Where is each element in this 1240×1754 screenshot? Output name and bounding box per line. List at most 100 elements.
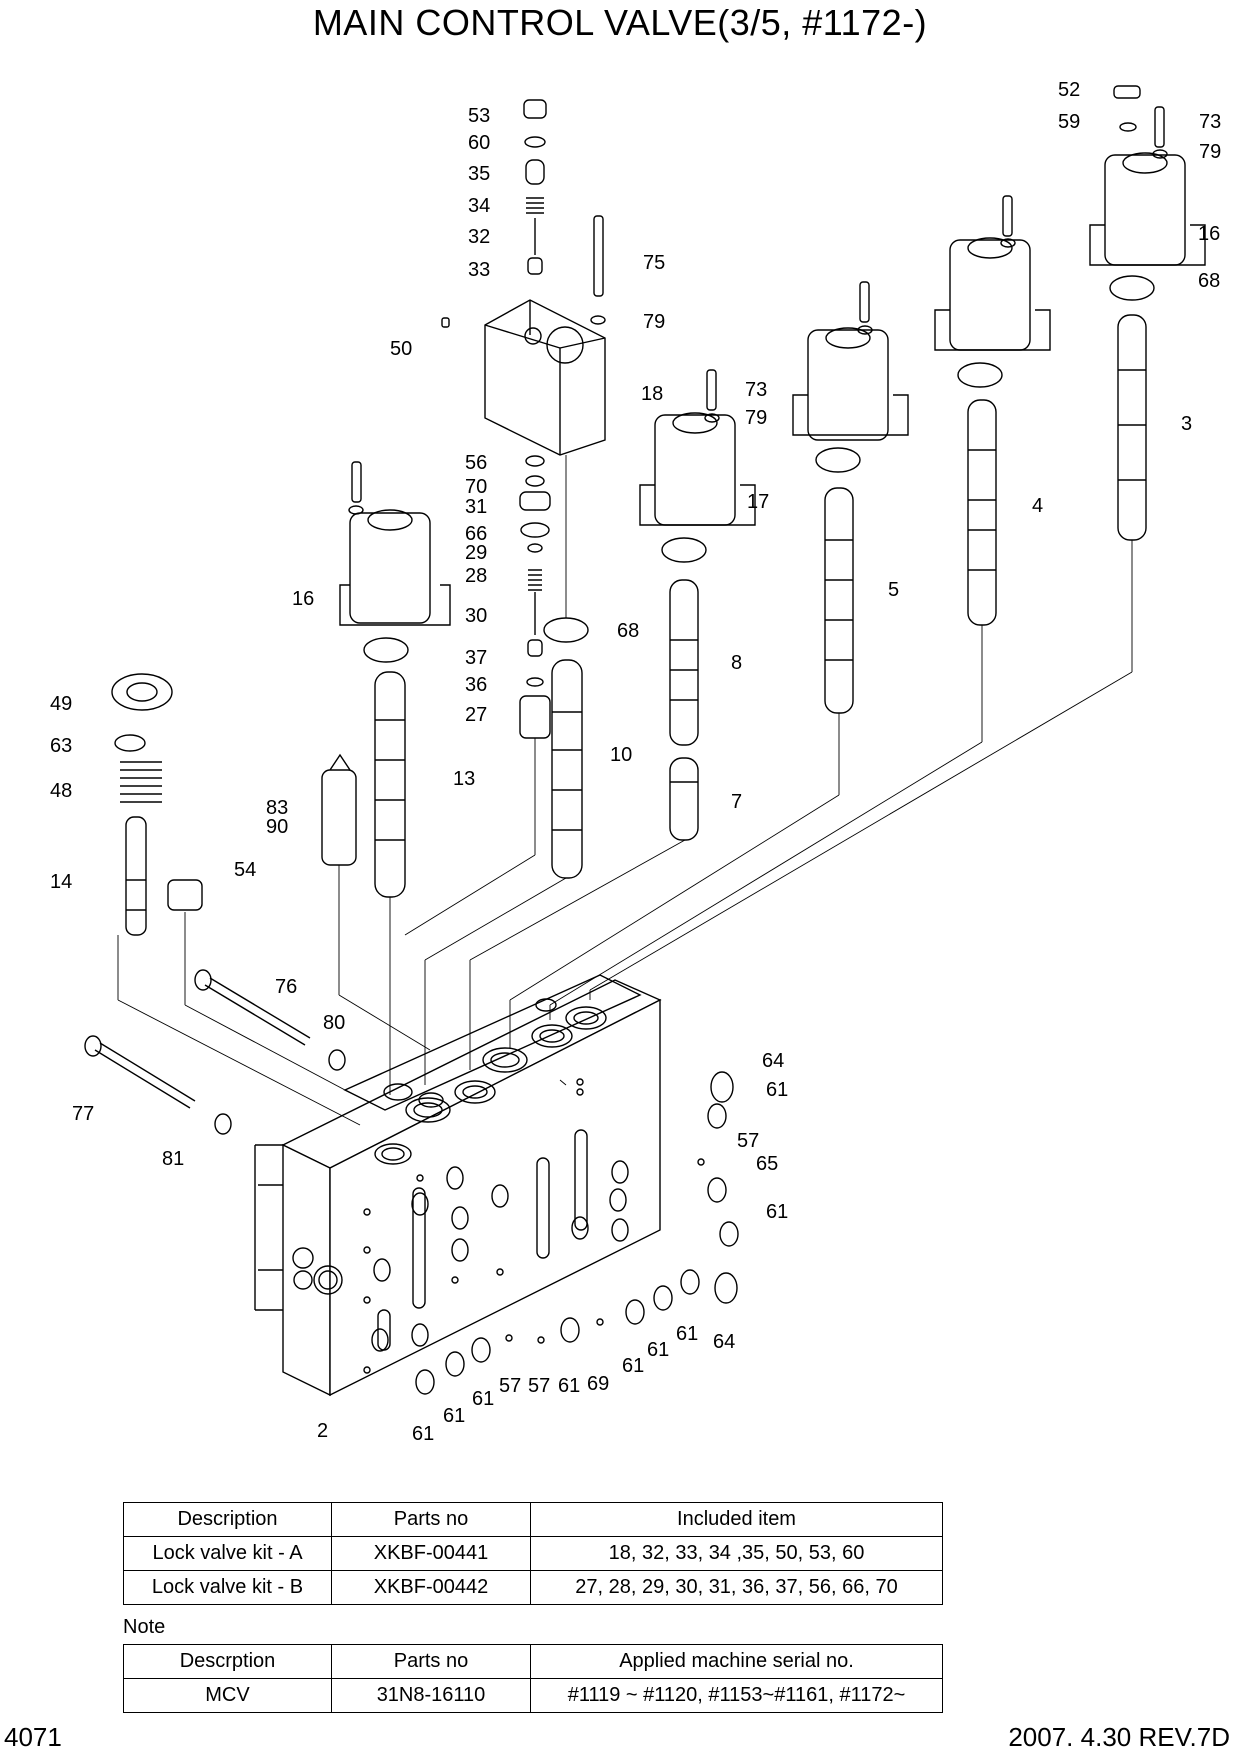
callout-68: 68 xyxy=(1198,270,1220,292)
callout-7: 7 xyxy=(731,791,742,813)
callout-57: 57 xyxy=(737,1130,759,1152)
callout-4: 4 xyxy=(1032,495,1043,517)
callout-57: 57 xyxy=(528,1375,550,1397)
callout-69: 69 xyxy=(587,1373,609,1395)
callout-68: 68 xyxy=(617,620,639,642)
callout-61: 61 xyxy=(472,1388,494,1410)
spool-5 xyxy=(824,487,854,714)
spool-3 xyxy=(1117,314,1147,541)
callout-61: 61 xyxy=(766,1201,788,1223)
callout-83: 83 xyxy=(266,797,288,819)
cell-parts-no: 31N8-16110 xyxy=(331,1678,531,1713)
callout-16: 16 xyxy=(1198,223,1220,245)
table-header-row: Descrption Parts no Applied machine seri… xyxy=(123,1644,943,1679)
spool-14 xyxy=(125,816,147,936)
callout-30: 30 xyxy=(465,605,487,627)
spool-8 xyxy=(669,579,699,746)
page-title: MAIN CONTROL VALVE(3/5, #1172-) xyxy=(312,2,928,43)
revision-date: 2007. 4.30 REV.7D xyxy=(1008,1722,1230,1752)
valve-body xyxy=(254,974,662,1397)
callout-17: 17 xyxy=(747,491,769,513)
callout-64: 64 xyxy=(762,1050,784,1072)
cell-included-item: 27, 28, 29, 30, 31, 36, 37, 56, 66, 70 xyxy=(530,1570,943,1605)
callout-77: 77 xyxy=(72,1103,94,1125)
cell-description: MCV xyxy=(123,1678,332,1713)
callout-61: 61 xyxy=(647,1339,669,1361)
spool-13 xyxy=(374,671,406,898)
callout-10: 10 xyxy=(610,744,632,766)
callout-64: 64 xyxy=(713,1331,735,1353)
cell-description: Lock valve kit - A xyxy=(123,1536,332,1571)
table-row: Lock valve kit - B XKBF-00442 27, 28, 29… xyxy=(123,1570,943,1605)
header-parts-no: Parts no xyxy=(331,1644,531,1679)
header-parts-no: Parts no xyxy=(331,1502,531,1537)
cover-17 xyxy=(639,412,756,526)
header-included-item: Included item xyxy=(530,1502,943,1537)
callout-31: 31 xyxy=(465,496,487,518)
callout-66: 66 xyxy=(465,523,487,545)
callout-57: 57 xyxy=(499,1375,521,1397)
callout-28: 28 xyxy=(465,565,487,587)
callout-61: 61 xyxy=(766,1079,788,1101)
callout-53: 53 xyxy=(468,105,490,127)
header-description: Descrption xyxy=(123,1644,332,1679)
callout-32: 32 xyxy=(468,226,490,248)
callout-76: 76 xyxy=(275,976,297,998)
cell-included-item: 18, 32, 33, 34 ,35, 50, 53, 60 xyxy=(530,1536,943,1571)
cover-16-mid xyxy=(792,327,909,441)
callout-2: 2 xyxy=(317,1420,328,1442)
callout-79: 79 xyxy=(643,311,665,333)
page-number: 4071 xyxy=(4,1722,62,1752)
callout-63: 63 xyxy=(50,735,72,757)
cover-16-right1 xyxy=(934,237,1051,351)
callout-14: 14 xyxy=(50,871,72,893)
table-row: Lock valve kit - A XKBF-00441 18, 32, 33… xyxy=(123,1536,943,1571)
cover-16-right2 xyxy=(1089,152,1206,266)
callout-33: 33 xyxy=(468,259,490,281)
header-description: Description xyxy=(123,1502,332,1537)
callout-54: 54 xyxy=(234,859,256,881)
lock-valve-block-18 xyxy=(484,299,606,456)
callout-61: 61 xyxy=(443,1405,465,1427)
callout-48: 48 xyxy=(50,780,72,802)
callout-65: 65 xyxy=(756,1153,778,1175)
exploded-parts-diagram: 53 60 35 34 32 33 75 79 50 18 56 70 31 6… xyxy=(50,79,1221,1445)
note-label: Note xyxy=(123,1616,166,1638)
callout-16: 16 xyxy=(292,588,314,610)
spool-7 xyxy=(669,757,699,841)
callout-73: 73 xyxy=(1199,111,1221,133)
callout-52: 52 xyxy=(1058,79,1080,101)
callout-13: 13 xyxy=(453,768,475,790)
callout-81: 81 xyxy=(162,1148,184,1170)
callout-labels: 53 60 35 34 32 33 75 79 50 18 56 70 31 6… xyxy=(50,79,1221,1445)
cell-serial: #1119 ~ #1120, #1153~#1161, #1172~ xyxy=(530,1678,943,1713)
callout-61: 61 xyxy=(412,1423,434,1445)
table-header-row: Description Parts no Included item xyxy=(123,1502,943,1537)
callout-60: 60 xyxy=(468,132,490,154)
callout-79: 79 xyxy=(745,407,767,429)
lock-valve-kit-table: Description Parts no Included item Lock … xyxy=(123,1502,943,1605)
callout-29: 29 xyxy=(465,542,487,564)
cell-parts-no: XKBF-00442 xyxy=(331,1570,531,1605)
callout-27: 27 xyxy=(465,704,487,726)
callout-49: 49 xyxy=(50,693,72,715)
callout-5: 5 xyxy=(888,579,899,601)
callout-80: 80 xyxy=(323,1012,345,1034)
spool-4 xyxy=(967,399,997,626)
callout-3: 3 xyxy=(1181,413,1192,435)
cell-parts-no: XKBF-00441 xyxy=(331,1536,531,1571)
header-serial: Applied machine serial no. xyxy=(530,1644,943,1679)
callout-18: 18 xyxy=(641,383,663,405)
callout-59: 59 xyxy=(1058,111,1080,133)
callout-56: 56 xyxy=(465,452,487,474)
callout-37: 37 xyxy=(465,647,487,669)
callout-70: 70 xyxy=(465,476,487,498)
spool-10 xyxy=(551,659,583,879)
callout-36: 36 xyxy=(465,674,487,696)
cover-16-left xyxy=(339,509,451,626)
callout-73: 73 xyxy=(745,379,767,401)
callout-35: 35 xyxy=(468,163,490,185)
callout-34: 34 xyxy=(468,195,490,217)
callout-8: 8 xyxy=(731,652,742,674)
cell-description: Lock valve kit - B xyxy=(123,1570,332,1605)
